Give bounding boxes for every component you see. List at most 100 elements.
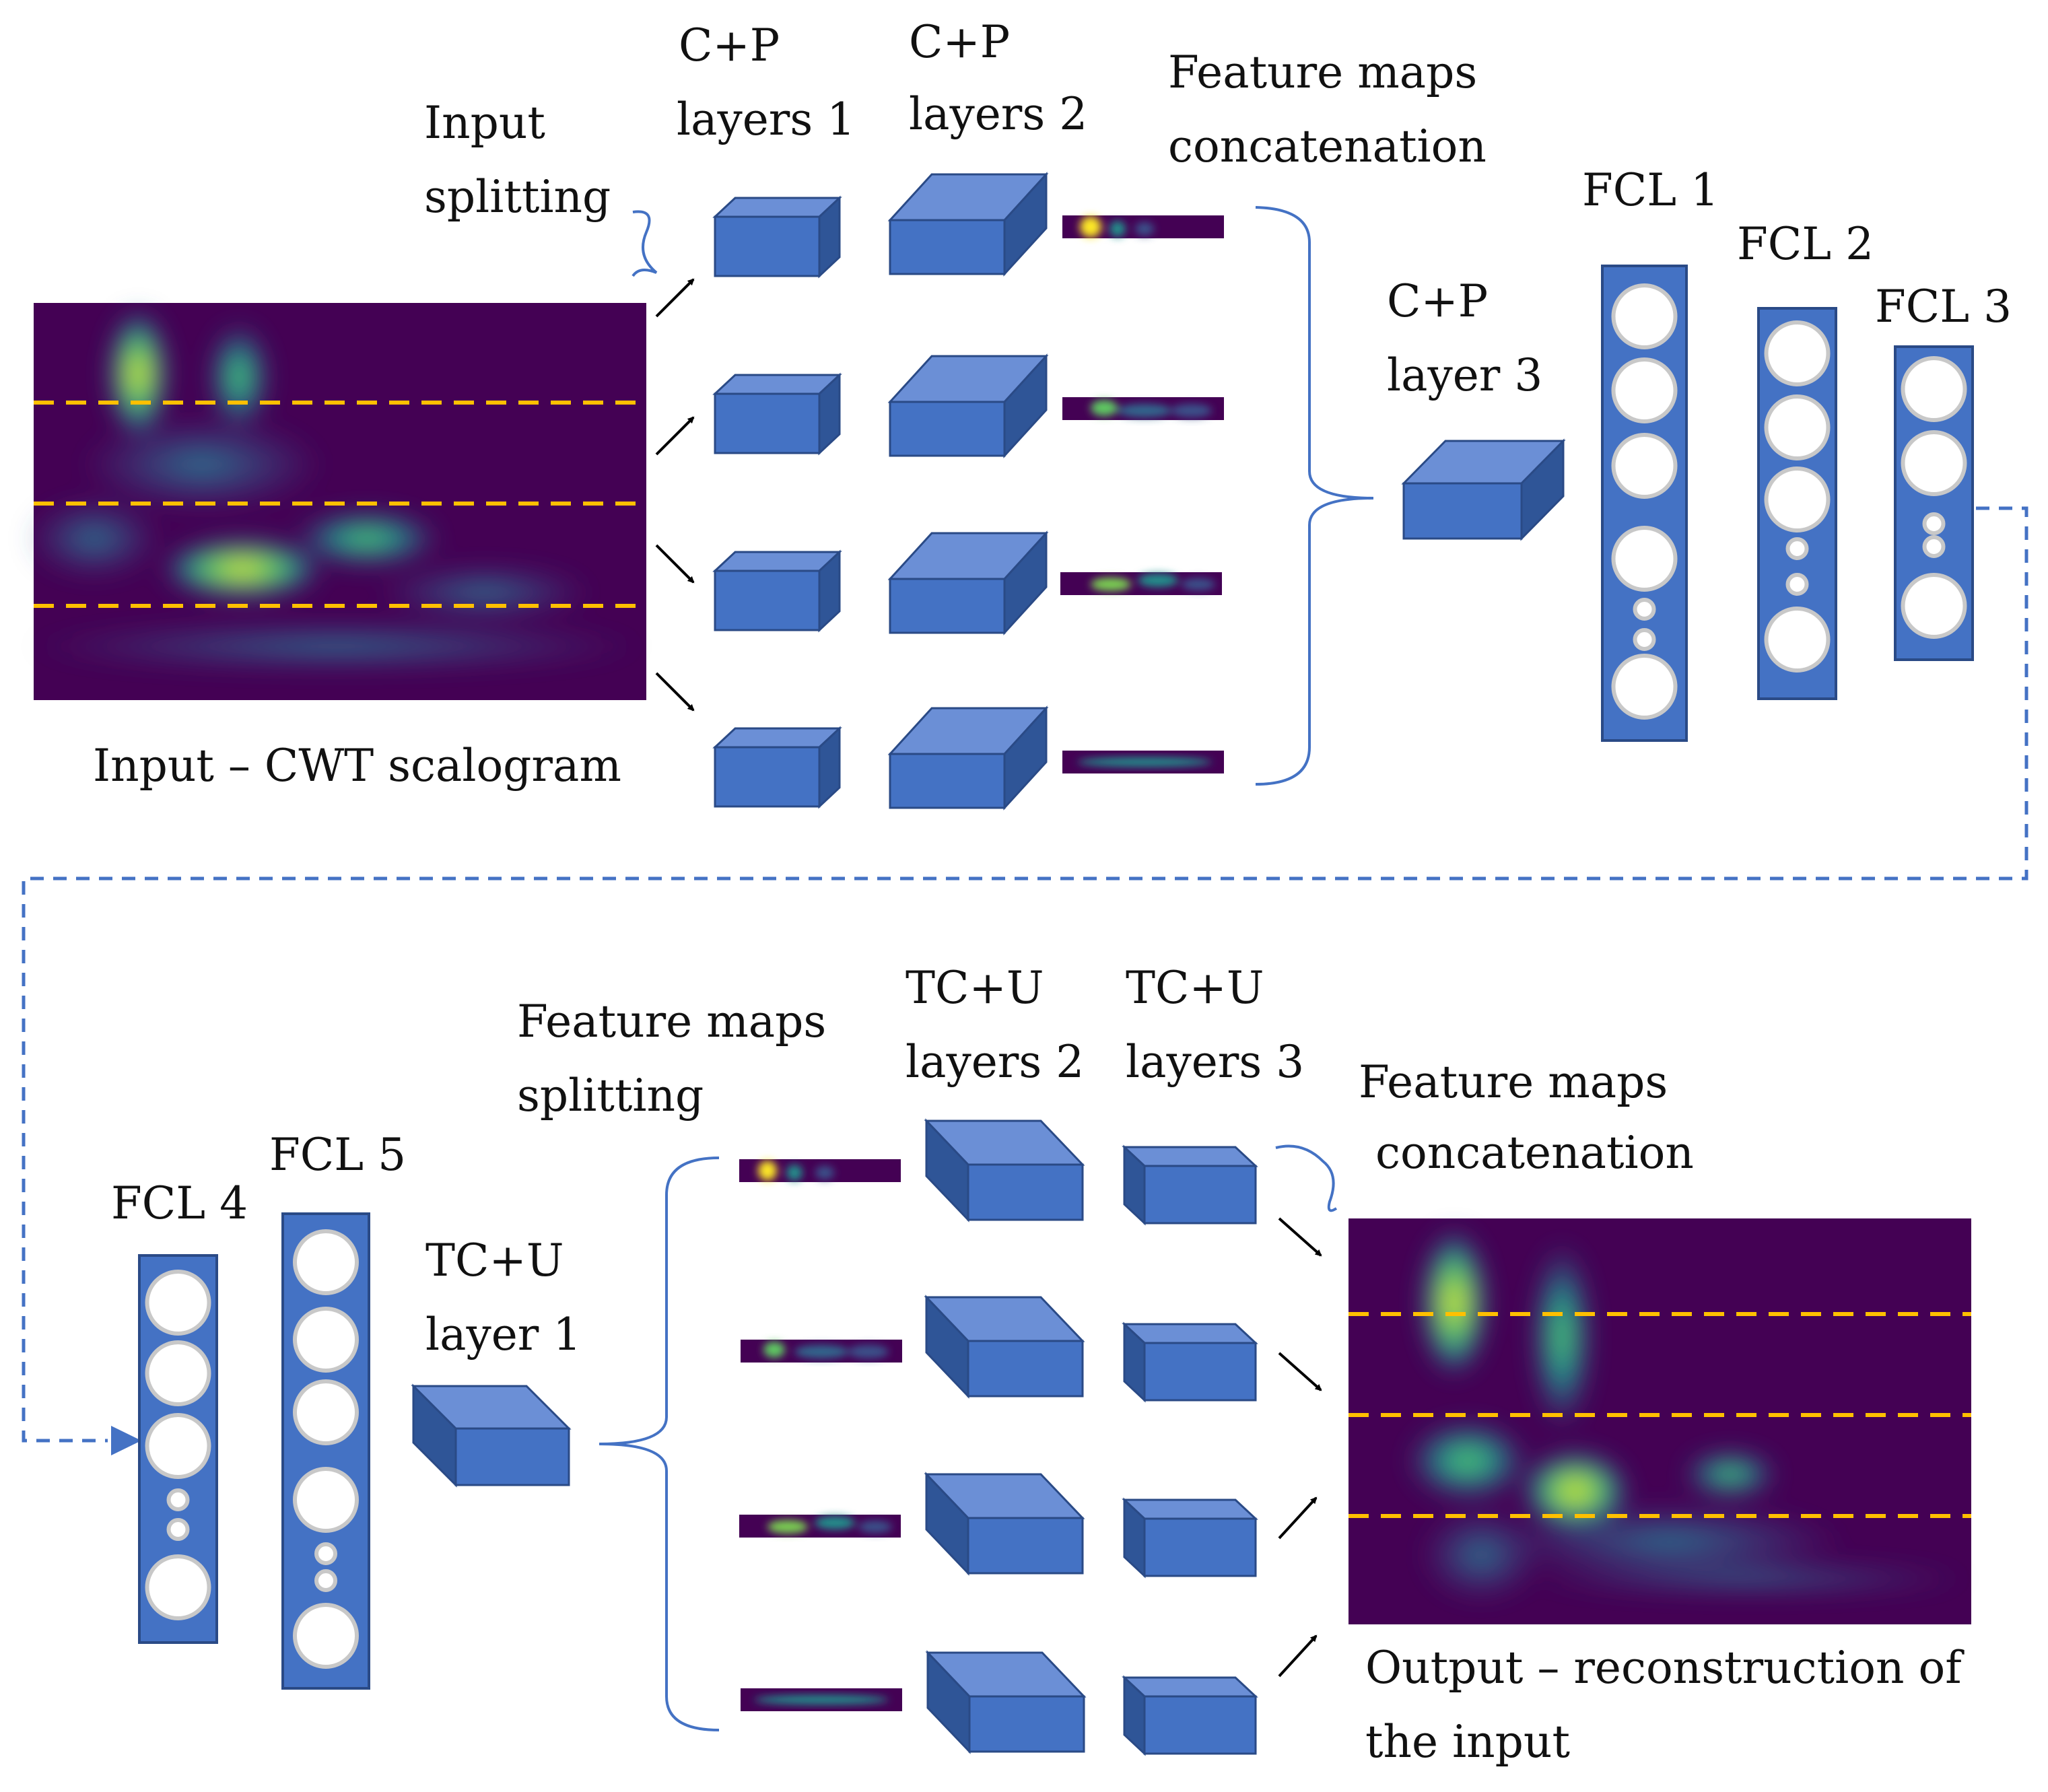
ellipsis-dot xyxy=(314,1569,337,1592)
output-arrows xyxy=(1278,1217,1322,1678)
fcl5-layer xyxy=(281,1212,370,1690)
tcu3-box-1 xyxy=(1122,1144,1258,1226)
fcl1-label: FCL 1 xyxy=(1582,164,1719,216)
cp-layers-1-label-b: layers 1 xyxy=(677,94,855,145)
fm-concat-label-b: concatenation xyxy=(1168,120,1487,172)
cp-layers-1-boxes xyxy=(712,195,842,809)
neuron xyxy=(293,1603,359,1669)
input-caption: Input – CWT scalogram xyxy=(93,740,621,792)
fm-split-label-b: splitting xyxy=(517,1070,704,1122)
cp-layers-2-boxes xyxy=(887,172,1049,811)
cp-layers-2-label-b: layers 2 xyxy=(909,88,1087,140)
neuron xyxy=(293,1229,359,1295)
concat-bottom-brace xyxy=(1275,1144,1338,1212)
feature-map-3 xyxy=(1060,572,1222,595)
fcl2-label: FCL 2 xyxy=(1737,218,1874,270)
input-scalogram xyxy=(27,303,646,700)
cp2-box-2 xyxy=(887,353,1049,458)
concat-bracket xyxy=(1255,206,1374,786)
output-split-lines xyxy=(1349,1312,1971,1518)
neuron xyxy=(1901,356,1967,422)
neuron xyxy=(293,1379,359,1445)
neuron xyxy=(1901,430,1967,496)
tcu-layers-2-label-b: layers 2 xyxy=(906,1036,1084,1088)
dashed-connector xyxy=(22,506,2028,1443)
ellipsis-dot xyxy=(1785,573,1809,596)
ellipsis-dot xyxy=(314,1542,337,1565)
fcl1-layer xyxy=(1601,265,1688,742)
split-map-4 xyxy=(741,1688,902,1711)
output-reconstruction xyxy=(1349,1218,1973,1624)
ellipsis-dot xyxy=(1785,537,1809,560)
tcu-layer-1-label-b: layer 1 xyxy=(425,1309,581,1360)
neuron xyxy=(293,1307,359,1373)
fcl3-layer xyxy=(1894,345,1974,661)
cp3-box xyxy=(1401,438,1566,541)
feature-map-4 xyxy=(1062,751,1224,773)
fcl3-label: FCL 3 xyxy=(1875,281,2012,333)
tcu3-box-4 xyxy=(1122,1675,1258,1756)
fm-concat-bottom-label-a: Feature maps xyxy=(1359,1056,1668,1108)
feature-map-2 xyxy=(1062,397,1224,420)
neuron xyxy=(1611,433,1678,499)
bottom-feature-maps xyxy=(739,1159,902,1711)
fcl5-column xyxy=(281,1212,370,1690)
fcl3-column xyxy=(1894,345,1974,661)
cp-layer-3-label-a: C+P xyxy=(1387,275,1488,327)
split-map-1 xyxy=(739,1159,901,1182)
tcu-layer-1-box xyxy=(411,1383,572,1488)
tcu3-box-3 xyxy=(1122,1497,1258,1579)
tcu2-box-3 xyxy=(924,1472,1085,1576)
tcu2-box-2 xyxy=(924,1295,1085,1399)
fm-concat-label-a: Feature maps xyxy=(1168,46,1477,98)
fcl2-column xyxy=(1757,307,1837,700)
cp2-box-3 xyxy=(887,530,1049,635)
tcu-layers-3-label-a: TC+U xyxy=(1126,962,1264,1014)
neuron xyxy=(1611,654,1678,720)
top-feature-maps xyxy=(1060,215,1224,773)
tcu-layers-3-boxes xyxy=(1122,1144,1258,1756)
ellipsis-dot xyxy=(1633,598,1656,621)
fcl2-layer xyxy=(1757,307,1837,700)
input-splitting-brace xyxy=(632,210,658,277)
tcu2-box-1 xyxy=(924,1118,1085,1222)
cp-layers-2-label-a: C+P xyxy=(909,16,1010,68)
cp-layer-3-box xyxy=(1401,438,1566,541)
neuron xyxy=(1764,607,1831,673)
neuron xyxy=(1611,283,1678,349)
neuron xyxy=(1764,394,1831,460)
neuron xyxy=(1764,467,1831,532)
cp-layers-1-label-a: C+P xyxy=(679,20,780,71)
tcu-layers-2-boxes xyxy=(924,1118,1087,1754)
neuron xyxy=(1611,357,1678,423)
tcu-layers-2-label-a: TC+U xyxy=(906,962,1044,1014)
input-splitting-label-1: Input xyxy=(424,97,545,149)
ellipsis-dot xyxy=(1633,628,1656,651)
neuron xyxy=(145,1413,211,1479)
tcu1-box xyxy=(411,1383,572,1488)
ellipsis-dot xyxy=(166,1518,190,1541)
neuron xyxy=(1611,526,1678,592)
fm-split-label-a: Feature maps xyxy=(517,996,826,1047)
input-arrows xyxy=(655,278,695,712)
fcl4-column xyxy=(138,1254,218,1644)
cp-layer-3-label-b: layer 3 xyxy=(1387,349,1542,401)
feature-map-1 xyxy=(1062,215,1224,238)
split-map-3 xyxy=(739,1515,901,1538)
fcl1-column xyxy=(1601,265,1688,742)
tcu3-box-2 xyxy=(1122,1321,1258,1403)
cp1-box-4 xyxy=(712,726,842,809)
split-map-2 xyxy=(741,1340,902,1363)
ellipsis-dot xyxy=(1922,535,1946,558)
neuron xyxy=(293,1467,359,1533)
split-bracket xyxy=(599,1157,720,1731)
input-splitting-label-2: splitting xyxy=(424,171,611,223)
fcl4-label: FCL 4 xyxy=(111,1177,248,1229)
tcu-layer-1-label-a: TC+U xyxy=(425,1235,564,1286)
tcu2-box-4 xyxy=(925,1650,1087,1754)
cp1-box-1 xyxy=(712,195,842,279)
ellipsis-dot xyxy=(166,1488,190,1511)
cp2-box-1 xyxy=(887,172,1049,277)
ellipsis-dot xyxy=(1922,512,1946,535)
